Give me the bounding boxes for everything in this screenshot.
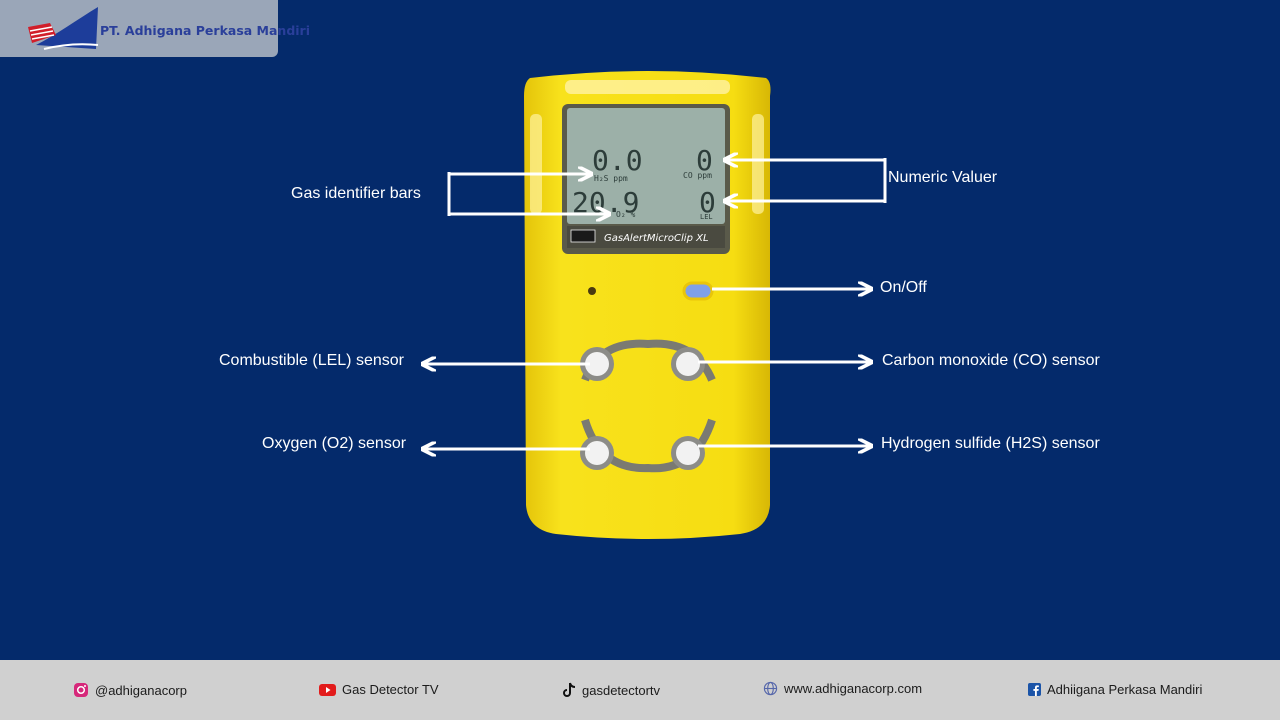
status-led <box>588 287 596 295</box>
lcd-h2s-unit: H₂S ppm <box>594 174 628 183</box>
tiktok-handle: gasdetectortv <box>582 682 661 698</box>
lcd-h2s-value: 0.0 <box>592 144 643 177</box>
lcd-lel-value: 0 <box>699 186 716 219</box>
youtube-icon <box>319 683 336 696</box>
globe-icon <box>763 681 778 696</box>
label-o2-sensor: Oxygen (O2) sensor <box>262 435 407 452</box>
instagram-icon <box>74 683 88 697</box>
label-gas-identifier: Gas identifier bars <box>291 185 421 202</box>
lcd-lel-unit: LEL <box>700 213 713 221</box>
gas-detector-diagram: 0.0 H₂S ppm 0 CO ppm 20.9 O₂ % 0 LEL Gas… <box>0 71 887 539</box>
label-co-sensor: Carbon monoxide (CO) sensor <box>882 352 1100 369</box>
label-h2s-sensor: Hydrogen sulfide (H2S) sensor <box>881 435 1100 452</box>
footer-website[interactable]: www.adhiganacorp.com <box>763 681 922 696</box>
facebook-page: Adhiigana Perkasa Mandiri <box>1047 682 1203 697</box>
company-name: PT. Adhigana Perkasa Mandiri <box>100 23 310 38</box>
lcd-co-unit: CO ppm <box>683 171 712 180</box>
footer-tiktok[interactable]: gasdetectortv <box>562 682 660 698</box>
youtube-channel: Gas Detector TV <box>342 682 439 697</box>
company-logo-icon <box>28 7 99 50</box>
footer-instagram[interactable]: @adhiganacorp <box>73 682 187 698</box>
sensor-ports <box>580 347 705 470</box>
lcd-co-value: 0 <box>696 144 713 177</box>
tiktok-icon <box>563 682 576 697</box>
footer-facebook[interactable]: Adhiigana Perkasa Mandiri <box>1028 682 1202 697</box>
device-model-label: GasAlertMicroClip XL <box>604 233 709 244</box>
on-off-button[interactable] <box>682 281 714 301</box>
company-logo-box: PT. Adhigana Perkasa Mandiri <box>0 0 310 57</box>
instagram-handle: @adhiganacorp <box>95 682 187 698</box>
website-url: www.adhiganacorp.com <box>784 681 923 696</box>
model-strip <box>567 226 725 248</box>
footer-bar: @adhiganacorp Gas Detector TV gasdetecto… <box>0 660 1280 720</box>
lcd-o2-unit: O₂ % <box>616 210 635 219</box>
label-lel-sensor: Combustible (LEL) sensor <box>219 352 404 369</box>
device-logo-icon <box>570 229 596 243</box>
label-on-off: On/Off <box>880 279 927 296</box>
lcd-display <box>567 108 725 224</box>
facebook-icon <box>1028 683 1041 696</box>
footer-youtube[interactable]: Gas Detector TV <box>319 682 439 697</box>
label-numeric-value: Numeric Valuer <box>888 169 998 186</box>
